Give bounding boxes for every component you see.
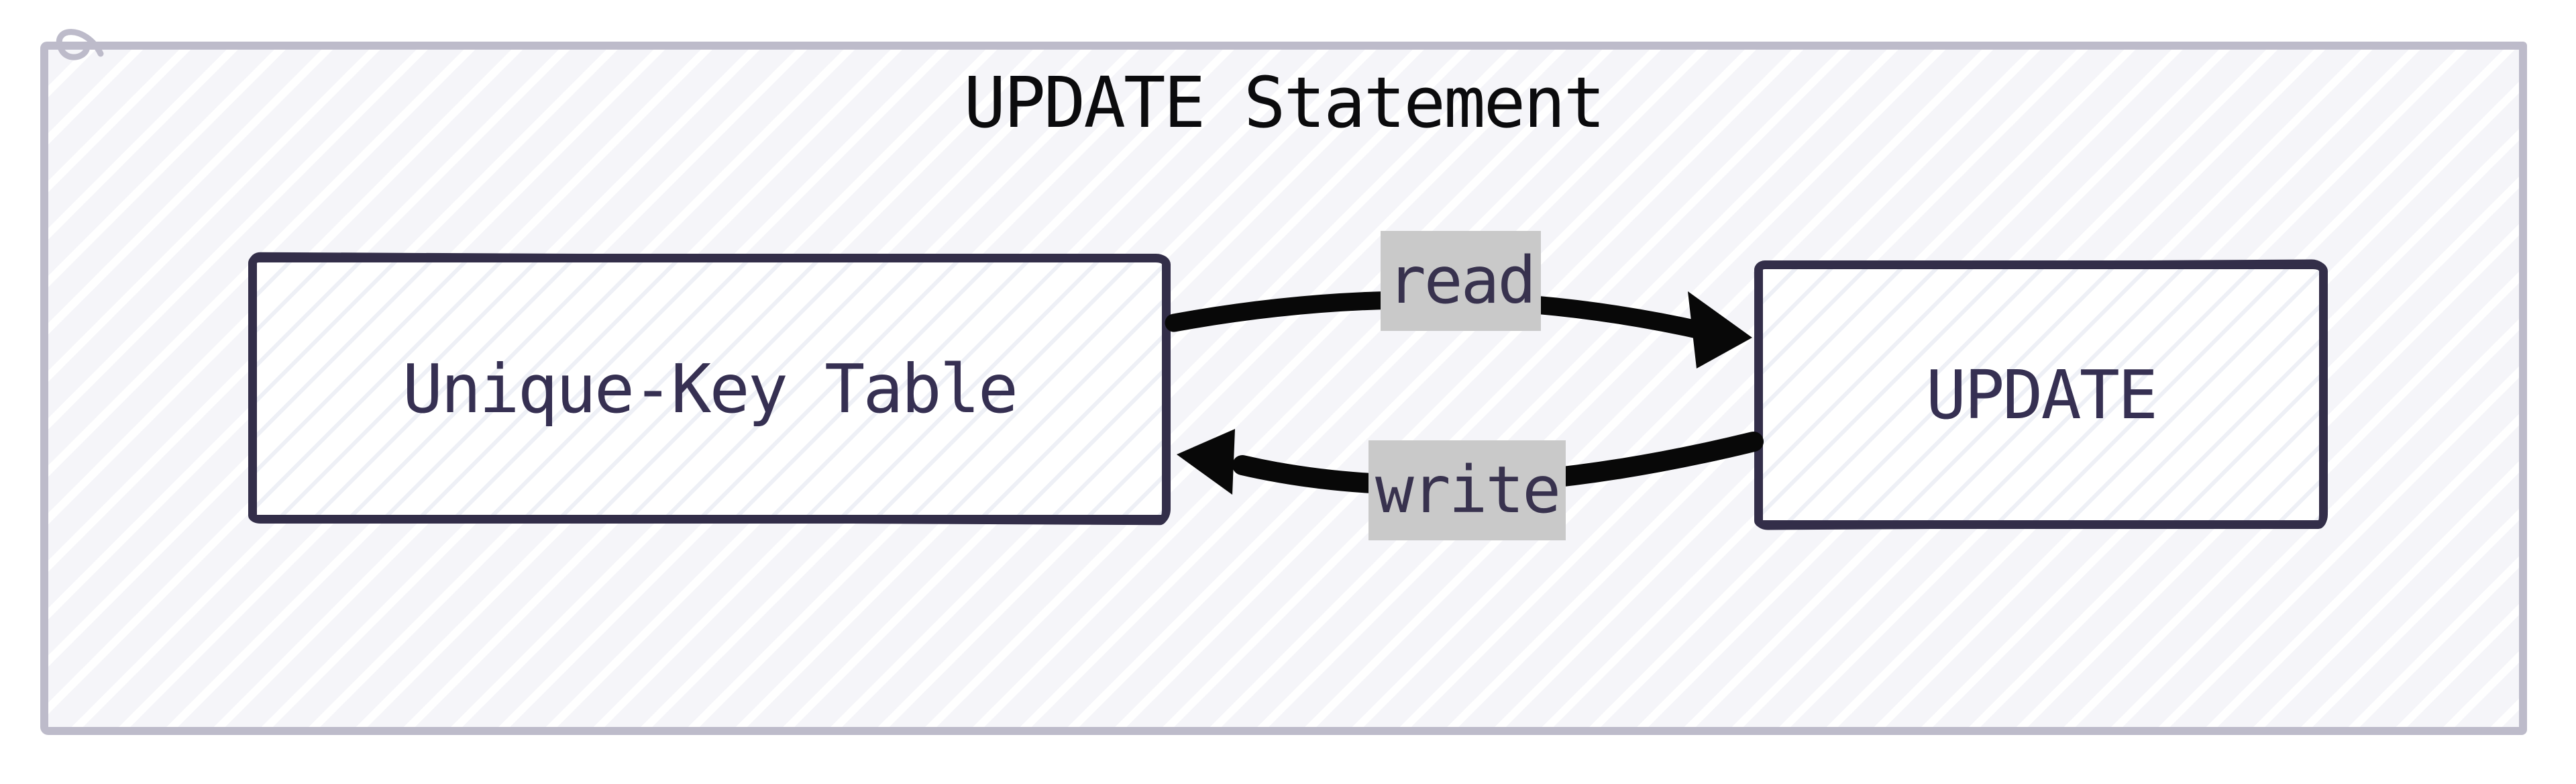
edge-label-write: write xyxy=(1368,440,1566,540)
node-update: UPDATE xyxy=(1754,260,2328,529)
node-unique-key-table: Unique-Key Table xyxy=(248,254,1171,524)
diagram-title: UPDATE Statement xyxy=(963,62,1606,144)
edge-label-read: read xyxy=(1381,231,1542,331)
node-update-label: UPDATE xyxy=(1925,355,2158,434)
node-unique-key-table-label: Unique-Key Table xyxy=(402,349,1018,428)
